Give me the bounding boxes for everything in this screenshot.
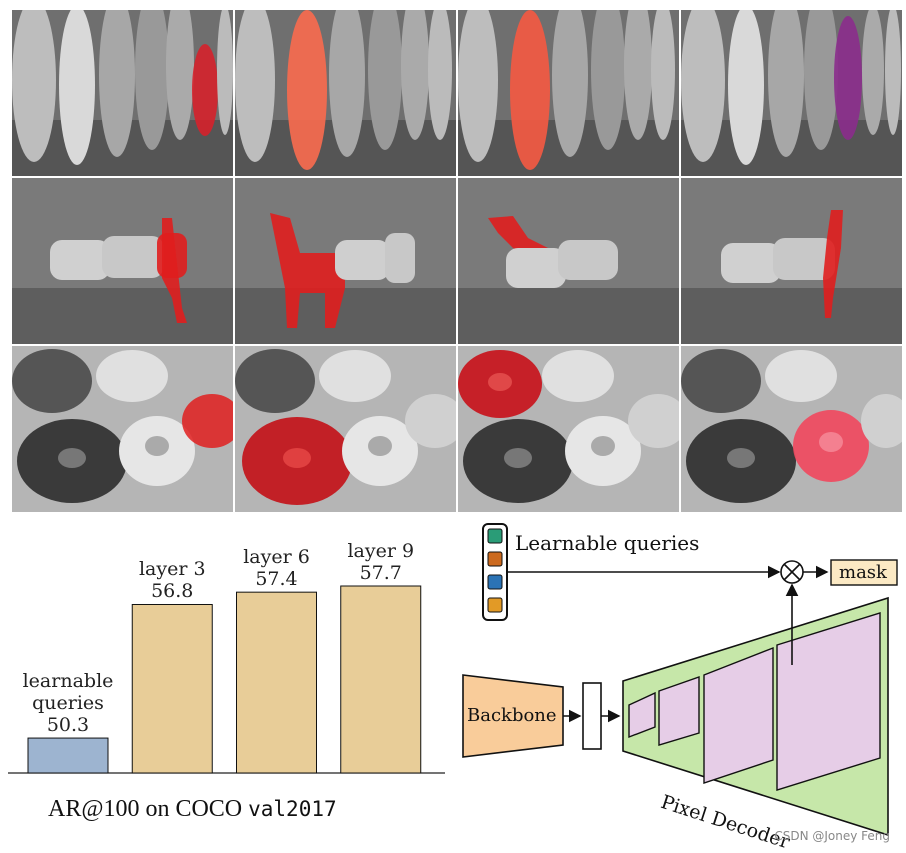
bar-value-4: 57.7 — [359, 562, 402, 584]
decoder-feature-map-1 — [628, 691, 656, 739]
learnable-queries-label: Learnable queries — [515, 531, 700, 555]
zebra-image-col2 — [235, 178, 456, 344]
surfboard-image-col4 — [681, 10, 902, 176]
bar-3 — [236, 591, 317, 774]
backbone-block — [462, 674, 564, 758]
mask-label: mask — [839, 562, 887, 583]
donut-image-col1 — [12, 346, 233, 512]
bar-value-3: 57.4 — [255, 568, 298, 591]
segmentation-examples-grid — [12, 10, 904, 512]
decoder-feature-map-2 — [658, 676, 700, 746]
query-square-2 — [487, 551, 503, 567]
chart-caption-text: AR@100 on COCO — [48, 796, 243, 822]
mask-box — [830, 559, 898, 586]
bar-1 — [27, 737, 109, 774]
bar-category-1: learnable queries — [22, 670, 114, 715]
watermark: CSDN @Joney Feng — [774, 829, 890, 843]
decoder-feature-map-4 — [776, 612, 881, 791]
chart-caption-dataset: val2017 — [248, 797, 337, 821]
surfboard-image-col3 — [458, 10, 679, 176]
backbone-label: Backbone — [467, 705, 557, 726]
decoder-feature-map-3 — [703, 646, 774, 784]
surfboard-image-col1 — [12, 10, 233, 176]
surfboard-image-col2 — [235, 10, 456, 176]
feature-column — [582, 682, 602, 750]
donut-image-col4 — [681, 346, 902, 512]
query-square-1 — [487, 528, 503, 544]
bar-value-2: 56.8 — [151, 580, 194, 603]
bar-category-3: layer 6 — [243, 546, 310, 569]
architecture-diagram: Learnable queries mask Backbone Pixel De… — [455, 515, 906, 853]
query-square-4 — [487, 597, 503, 613]
zebra-image-col4 — [681, 178, 902, 344]
zebra-image-col1 — [12, 178, 233, 344]
donut-image-col3 — [458, 346, 679, 512]
donut-image-col2 — [235, 346, 456, 512]
bar-category-2: layer 3 — [138, 558, 206, 581]
bar-category-4: layer 9 — [347, 540, 415, 562]
bar-value-1: 50.3 — [46, 714, 90, 737]
chart-caption: AR@100 on COCO val2017 — [48, 796, 337, 823]
zebra-image-col3 — [458, 178, 679, 344]
bar-4 — [340, 585, 422, 774]
bar-chart-svg — [8, 585, 445, 774]
bar-2 — [131, 603, 213, 774]
query-square-3 — [487, 574, 503, 590]
